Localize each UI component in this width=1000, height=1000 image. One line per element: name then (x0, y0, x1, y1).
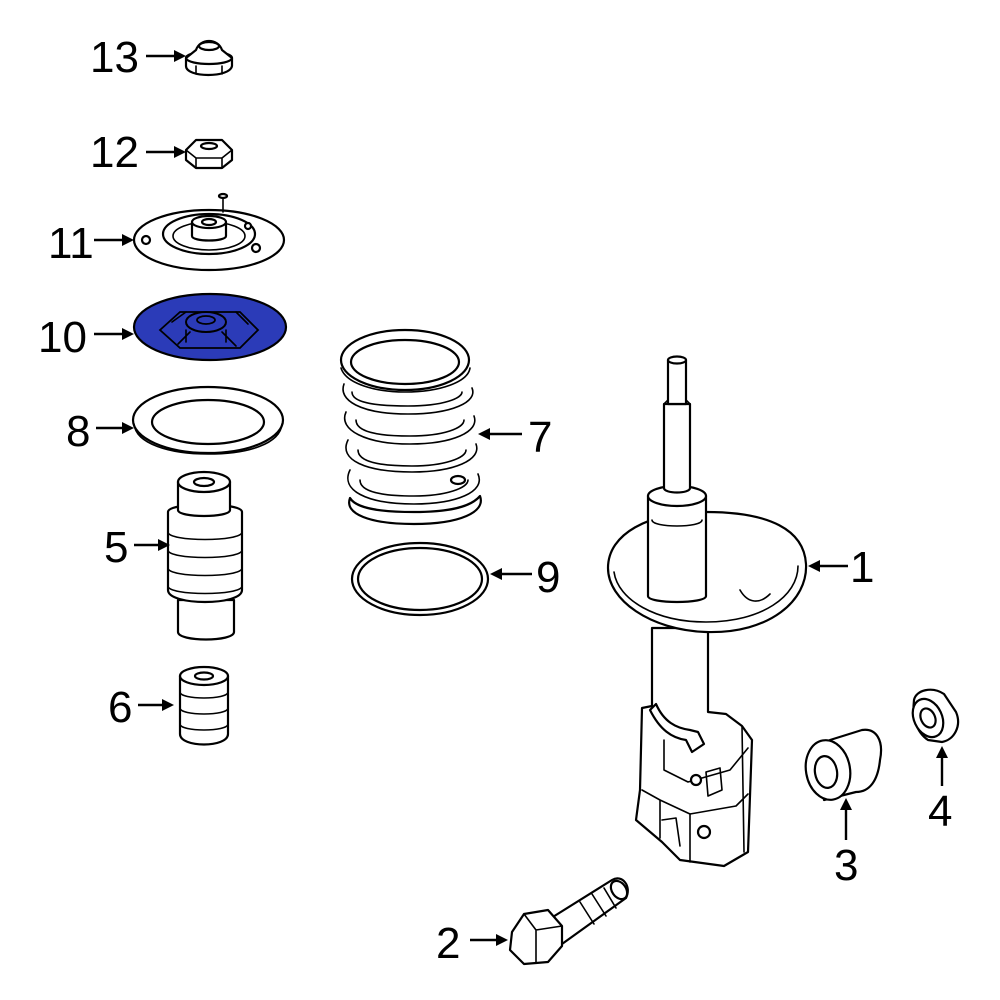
callout-label-8: 8 (66, 407, 90, 456)
callout-label-9: 9 (536, 553, 560, 602)
callout-arrow-13 (146, 50, 186, 62)
callout-label-11: 11 (48, 219, 94, 268)
callout-label-10: 10 (38, 313, 87, 362)
callout-label-2: 2 (436, 919, 460, 968)
callout-arrow-8 (96, 422, 134, 434)
callout-arrow-5 (134, 539, 170, 551)
callout-label-7: 7 (528, 413, 552, 462)
part-1-strut-assembly[interactable] (606, 355, 808, 868)
part-13-cap[interactable] (184, 39, 234, 76)
part-6-bumper[interactable] (178, 665, 230, 746)
part-5-bump-stop[interactable] (166, 470, 244, 641)
callout-arrow-1 (808, 560, 848, 572)
callout-arrow-4 (936, 746, 948, 786)
part-9-insulator[interactable] (350, 541, 490, 617)
callout-label-12: 12 (90, 128, 139, 177)
callout-label-1: 1 (850, 543, 874, 592)
part-4-nut[interactable] (907, 688, 960, 744)
callout-arrow-7 (478, 428, 522, 440)
callout-label-3: 3 (834, 841, 858, 890)
part-8-spring-seat[interactable] (131, 385, 285, 455)
part-10-mount-bearing[interactable] (132, 292, 288, 362)
callout-arrow-6 (138, 699, 174, 711)
callout-label-4: 4 (928, 787, 952, 836)
part-12-hex-nut[interactable] (184, 138, 234, 170)
callout-label-5: 5 (104, 523, 128, 572)
callout-arrow-12 (146, 146, 186, 158)
callout-arrow-3 (840, 798, 852, 840)
callout-label-13: 13 (90, 33, 139, 82)
callout-arrow-2 (470, 934, 508, 946)
callout-arrow-11 (94, 234, 134, 246)
part-7-coil-spring[interactable] (339, 328, 482, 526)
callout-arrow-10 (94, 328, 134, 340)
part-3-bushing[interactable] (801, 728, 883, 804)
part-2-bolt[interactable] (508, 877, 630, 966)
part-11-strut-mount[interactable] (132, 192, 286, 272)
callout-arrow-9 (490, 568, 532, 580)
callout-label-6: 6 (108, 683, 132, 732)
